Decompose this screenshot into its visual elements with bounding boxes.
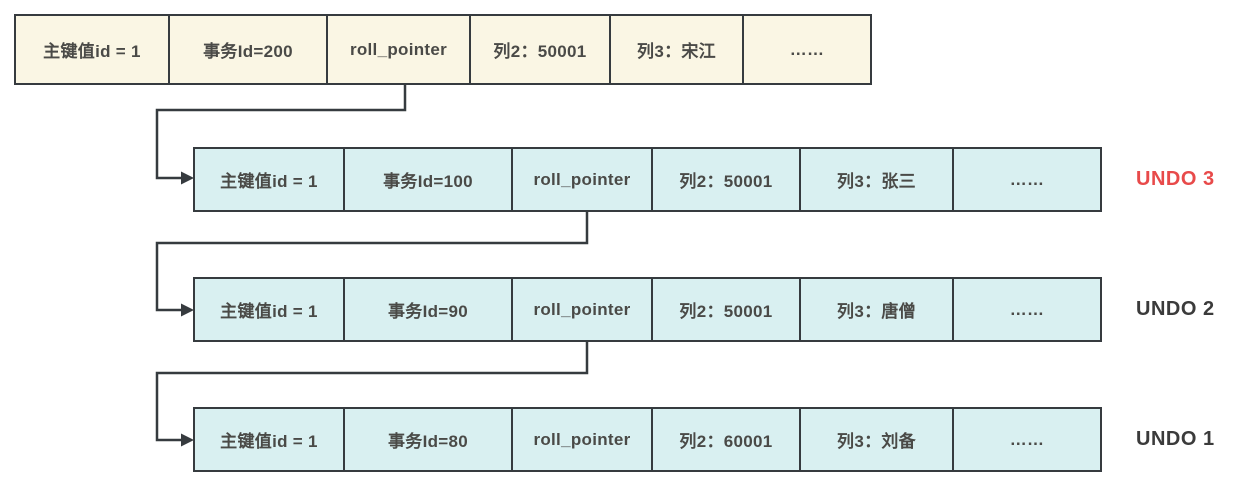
undo3-row: 主键值id = 1 事务Id=100 roll_pointer 列2：50001… [193,147,1102,212]
record-cell-primary-key: 主键值id = 1 [16,16,170,83]
undo1-cell-primary-key: 主键值id = 1 [195,409,345,470]
undo3-label: UNDO 3 [1136,168,1215,190]
undo2-cell-primary-key: 主键值id = 1 [195,279,345,340]
undo2-cell-ellipsis: …… [954,279,1100,340]
undo3-cell-trx-id: 事务Id=100 [345,149,513,210]
undo2-cell-col3: 列3：唐僧 [801,279,954,340]
undo1-cell-col2: 列2：60001 [653,409,801,470]
record-cell-col2: 列2：50001 [471,16,611,83]
undo1-label: UNDO 1 [1136,428,1215,450]
undo1-cell-col3: 列3：刘备 [801,409,954,470]
undo2-label: UNDO 2 [1136,298,1215,320]
undo3-cell-col2: 列2：50001 [653,149,801,210]
undo3-cell-ellipsis: …… [954,149,1100,210]
undo1-row: 主键值id = 1 事务Id=80 roll_pointer 列2：60001 … [193,407,1102,472]
record-row: 主键值id = 1 事务Id=200 roll_pointer 列2：50001… [14,14,872,85]
record-cell-roll-pointer: roll_pointer [328,16,471,83]
record-cell-ellipsis: …… [744,16,870,83]
undo1-cell-ellipsis: …… [954,409,1100,470]
record-cell-trx-id: 事务Id=200 [170,16,328,83]
undo1-cell-roll-pointer: roll_pointer [513,409,653,470]
undo2-row: 主键值id = 1 事务Id=90 roll_pointer 列2：50001 … [193,277,1102,342]
undo3-cell-roll-pointer: roll_pointer [513,149,653,210]
undo2-cell-roll-pointer: roll_pointer [513,279,653,340]
undo3-cell-primary-key: 主键值id = 1 [195,149,345,210]
undo3-cell-col3: 列3：张三 [801,149,954,210]
undo2-cell-trx-id: 事务Id=90 [345,279,513,340]
record-cell-col3: 列3：宋江 [611,16,744,83]
undo1-cell-trx-id: 事务Id=80 [345,409,513,470]
undo2-cell-col2: 列2：50001 [653,279,801,340]
